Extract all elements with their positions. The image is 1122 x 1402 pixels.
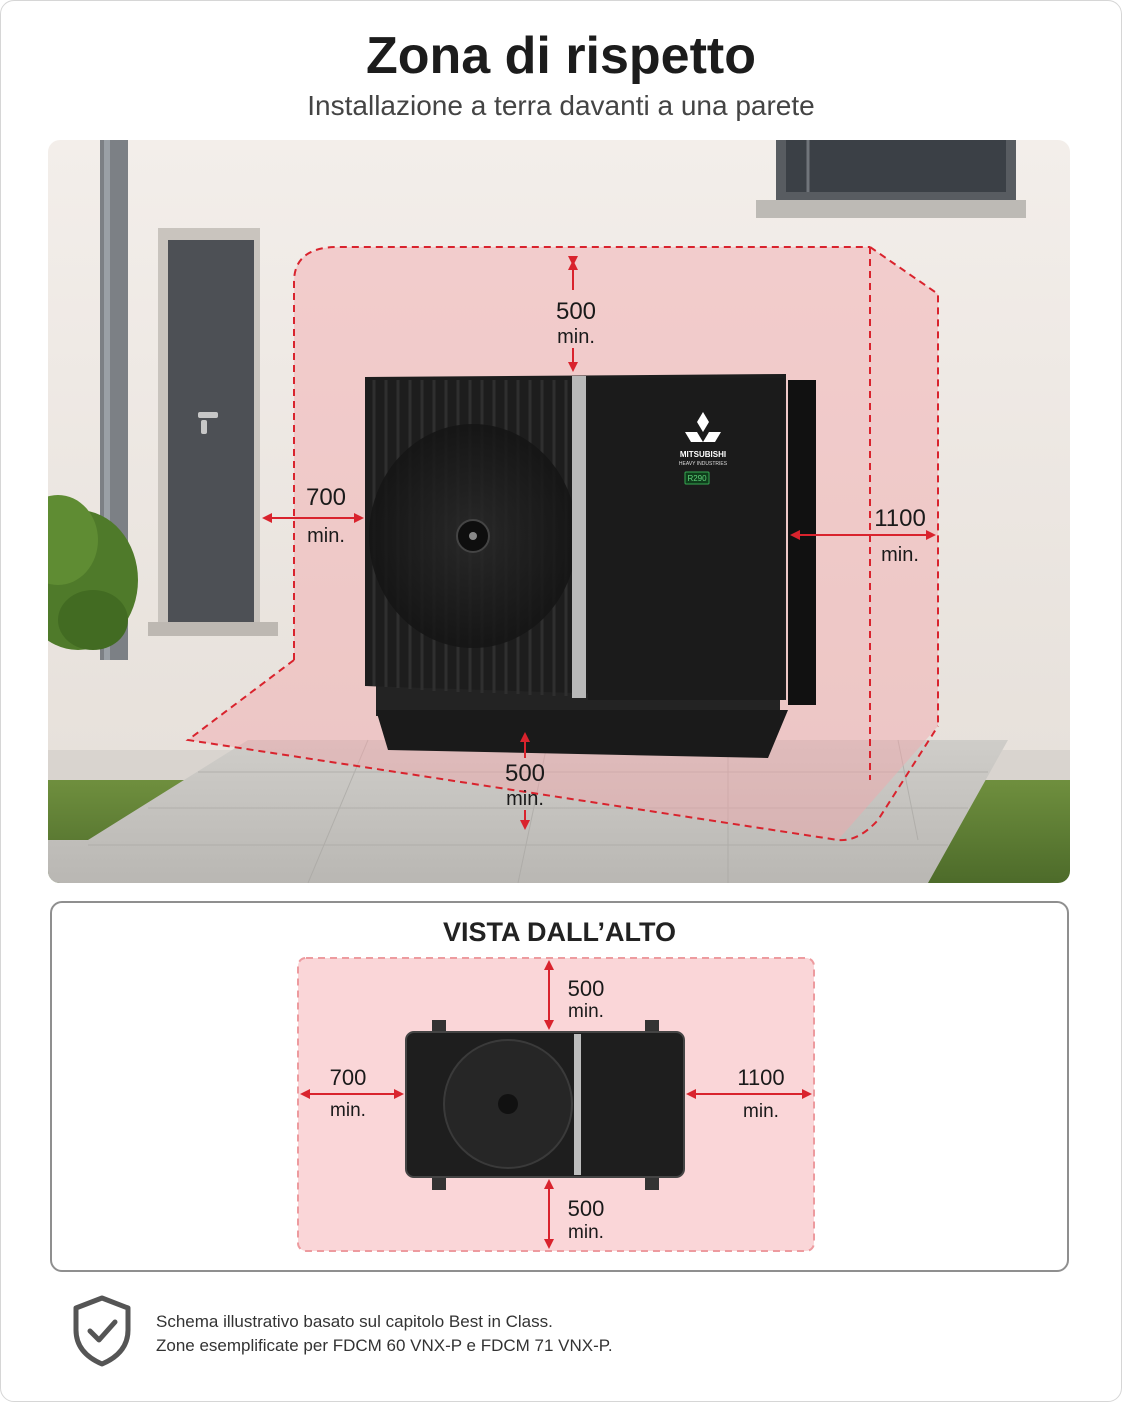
top-dim-left-unit: min.	[330, 1100, 366, 1121]
footer-line-1: Schema illustrativo basato sul capitolo …	[156, 1312, 553, 1331]
heat-pump-top-view	[405, 1020, 685, 1190]
dim-front-unit: min.	[506, 788, 544, 810]
dim-front-value: 500	[505, 760, 545, 787]
dim-top-unit: min.	[557, 326, 595, 348]
footer-line-2: Zone esemplificate per FDCM 60 VNX-P e F…	[156, 1336, 613, 1355]
dimension-arrows-top	[300, 960, 812, 1249]
installation-scene: MITSUBISHI HEAVY INDUSTRIES R290 500 min…	[48, 140, 1070, 883]
top-view-panel: VISTA DALL’ALTO	[50, 901, 1069, 1272]
page-subtitle: Installazione a terra davanti a una pare…	[307, 90, 815, 121]
top-dim-top-unit: min.	[568, 1001, 604, 1022]
dimension-arrows-3d	[262, 256, 936, 830]
door	[168, 240, 254, 626]
dim-right-value: 1100	[874, 505, 926, 532]
top-dim-bottom-unit: min.	[568, 1222, 604, 1243]
dim-top-value: 500	[556, 298, 596, 325]
brand-logo-icon	[685, 412, 721, 442]
dim-left-unit: min.	[307, 525, 345, 547]
door-step	[148, 622, 278, 636]
top-dim-right-value: 1100	[737, 1065, 784, 1090]
door-handle	[198, 412, 218, 418]
window-sill	[756, 200, 1026, 218]
aluminium-divider	[572, 376, 586, 698]
top-view-diagram: 500 min. 700 min. 1100 min. 500 min.	[297, 957, 815, 1252]
refrigerant-badge	[684, 471, 710, 485]
paving-slab	[48, 740, 1008, 883]
svg-text:R290: R290	[687, 474, 707, 483]
brand-name: MITSUBISHI	[680, 450, 726, 459]
page-title: Zona di rispetto	[366, 27, 756, 85]
top-dim-top-value: 500	[568, 976, 605, 1001]
dim-right-unit: min.	[881, 544, 919, 566]
bush	[48, 495, 138, 650]
scene-illustration: MITSUBISHI HEAVY INDUSTRIES R290 500 min…	[48, 140, 1070, 883]
top-dim-left-value: 700	[330, 1065, 367, 1090]
heat-pump-unit: MITSUBISHI HEAVY INDUSTRIES R290	[365, 374, 816, 758]
top-view-title: VISTA DALL’ALTO	[443, 917, 676, 947]
top-dim-bottom-value: 500	[568, 1196, 605, 1221]
dim-left-value: 700	[306, 484, 346, 511]
brand-subname: HEAVY INDUSTRIES	[679, 461, 728, 467]
control-panel	[588, 378, 784, 700]
paving-joints	[88, 739, 988, 883]
shield-check-icon	[73, 1295, 131, 1367]
top-dim-right-unit: min.	[743, 1101, 779, 1122]
footer-note: Schema illustrativo basato sul capitolo …	[70, 1294, 1050, 1374]
